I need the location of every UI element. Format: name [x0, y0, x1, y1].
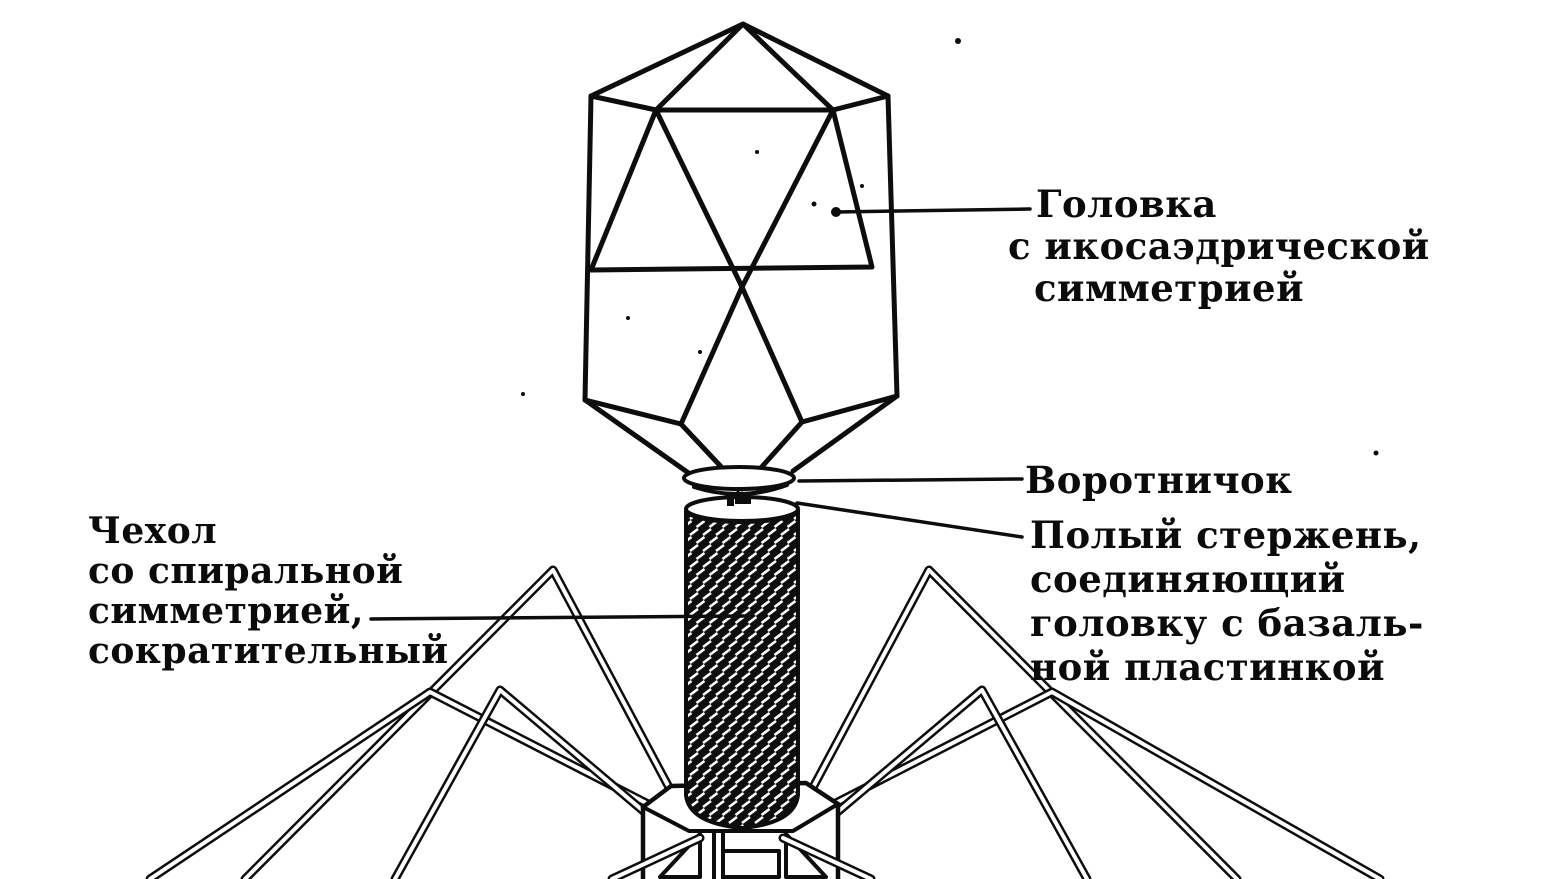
baseplate-spikes [607, 833, 876, 879]
core-label: Полый стержень, соединяющий головку с ба… [1030, 513, 1424, 689]
sheath-label: Чехол со спиральной симметрией, сократит… [88, 511, 449, 671]
head-label-line-1: Головка [1036, 182, 1217, 226]
core-label-line-3: головку с базаль- [1030, 601, 1424, 645]
tail-sheath [684, 492, 800, 831]
core-label-line-2: соединяющий [1030, 557, 1346, 601]
icosahedral-head [582, 21, 900, 492]
sheath-leader-line [369, 614, 746, 621]
core-label-line-4: ной пластинкой [1030, 645, 1386, 689]
scan-specks [521, 38, 1379, 456]
head-leader-line [834, 207, 1032, 214]
collar-label-line-1: Воротничок [1025, 458, 1293, 502]
collar-leader-line [797, 477, 1024, 483]
head-label: Головка с икосаэдрической симметрией [1008, 183, 1430, 309]
collar-label: Воротничок [1025, 459, 1292, 501]
collar [682, 465, 796, 502]
sheath-label-line-2: со спиральной [88, 550, 404, 592]
sheath-label-line-4: сократительный [88, 630, 449, 672]
sheath-label-line-1: Чехол [88, 510, 218, 552]
head-label-line-3: симметрией [1034, 266, 1305, 310]
core-label-line-1: Полый стержень, [1030, 513, 1422, 557]
sheath-label-line-3: симметрией, [88, 590, 364, 632]
core-leader-line [795, 501, 1024, 539]
tail-fibers [145, 565, 1385, 879]
head-label-line-2: с икосаэдрической [1008, 224, 1430, 268]
leader-lines [369, 207, 1032, 621]
